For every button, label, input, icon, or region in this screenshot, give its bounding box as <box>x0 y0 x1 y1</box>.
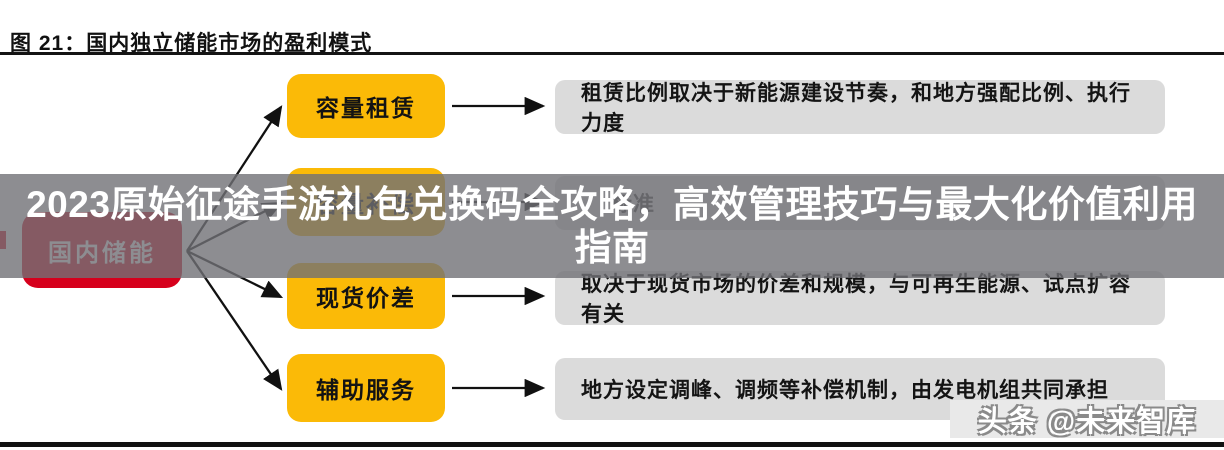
mode-node-capacity-lease: 容量租赁 <box>287 74 445 138</box>
bottom-divider <box>0 442 1224 447</box>
promo-overlay-band: 2023原始征途手游礼包兑换码全攻略，高效管理技巧与最大化价值利用指南 <box>0 174 1224 278</box>
figure-title: 图 21：国内独立储能市场的盈利模式 <box>10 32 373 55</box>
mode-node-ancillary-services: 辅助服务 <box>287 354 445 422</box>
promo-overlay-title: 2023原始征途手游礼包兑换码全攻略，高效管理技巧与最大化价值利用指南 <box>26 184 1198 268</box>
watermark-strip: 头条 @未来智库 <box>950 400 1224 438</box>
desc-box-spot-spread: 取决于现货市场的价差和规模，与可再生能源、试点扩容有关 <box>555 271 1165 326</box>
desc-box-capacity-lease: 租赁比例取决于新能源建设节奏，和地方强配比例、执行力度 <box>555 80 1165 135</box>
header-divider <box>0 52 1224 55</box>
watermark-text: 头条 @未来智库 <box>977 406 1197 438</box>
